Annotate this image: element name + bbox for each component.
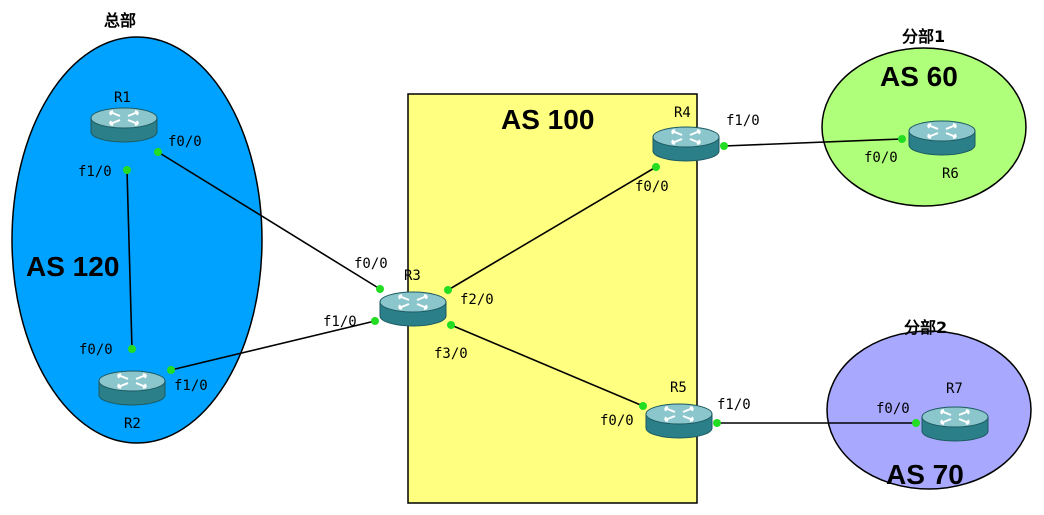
link-r2-r3	[170, 320, 376, 371]
port-dot	[652, 163, 660, 171]
port-dot	[376, 285, 384, 293]
r3-f0-0-label: f0/0	[354, 256, 388, 272]
r7-name: R7	[946, 381, 963, 397]
r6-name: R6	[942, 166, 959, 182]
port-dot	[912, 419, 920, 427]
r3-f1-0-label: f1/0	[323, 314, 357, 330]
router-r1[interactable]	[90, 107, 158, 143]
branch2-title: 分部2	[904, 318, 947, 337]
port-dot	[371, 317, 379, 325]
r1-f1-0-label: f1/0	[78, 164, 112, 180]
as70-region	[826, 330, 1032, 490]
r6-f0-0-label: f0/0	[864, 150, 898, 166]
hq-title: 总部	[104, 11, 136, 30]
branch1-title: 分部1	[902, 27, 945, 46]
port-dot	[444, 286, 452, 294]
port-dot	[128, 345, 136, 353]
port-dot	[123, 166, 131, 174]
r2-name: R2	[124, 416, 141, 432]
link-r4-r6	[723, 138, 903, 147]
port-dot	[167, 366, 175, 374]
link-r3-r4	[447, 166, 657, 291]
r7-f0-0-label: f0/0	[876, 401, 910, 417]
r2-f1-0-label: f1/0	[174, 378, 208, 394]
as100-label: AS 100	[501, 104, 594, 135]
r4-name: R4	[674, 105, 691, 121]
r3-name: R3	[404, 268, 421, 284]
port-dot	[713, 419, 721, 427]
as120-region	[11, 36, 263, 444]
link-r3-r5	[450, 324, 644, 407]
link-r1-r2	[126, 169, 133, 350]
as100-region	[407, 93, 698, 504]
port-dot	[639, 402, 647, 410]
r1-name: R1	[114, 90, 131, 106]
r5-f1-0-label: f1/0	[717, 397, 751, 413]
r3-f3-0-label: f3/0	[434, 346, 468, 362]
r5-f0-0-label: f0/0	[600, 413, 634, 429]
router-r6[interactable]	[908, 120, 976, 156]
router-r2[interactable]	[98, 370, 166, 406]
r5-name: R5	[670, 380, 687, 396]
r1-f0-0-label: f0/0	[168, 134, 202, 150]
as70-label: AS 70	[886, 459, 964, 490]
port-dot	[720, 142, 728, 150]
as60-label: AS 60	[880, 61, 958, 92]
r4-f0-0-label: f0/0	[635, 179, 669, 195]
link-r1-r3	[157, 151, 381, 290]
r3-f2-0-label: f2/0	[460, 292, 494, 308]
port-dot	[154, 148, 162, 156]
port-dot	[447, 321, 455, 329]
r4-f1-0-label: f1/0	[726, 113, 760, 129]
router-r3[interactable]	[379, 291, 447, 327]
r2-f0-0-label: f0/0	[79, 342, 113, 358]
as120-label: AS 120	[26, 251, 119, 282]
router-r4[interactable]	[652, 126, 720, 162]
router-r7[interactable]	[921, 406, 989, 442]
router-r5[interactable]	[645, 403, 713, 439]
port-dot	[898, 135, 906, 143]
